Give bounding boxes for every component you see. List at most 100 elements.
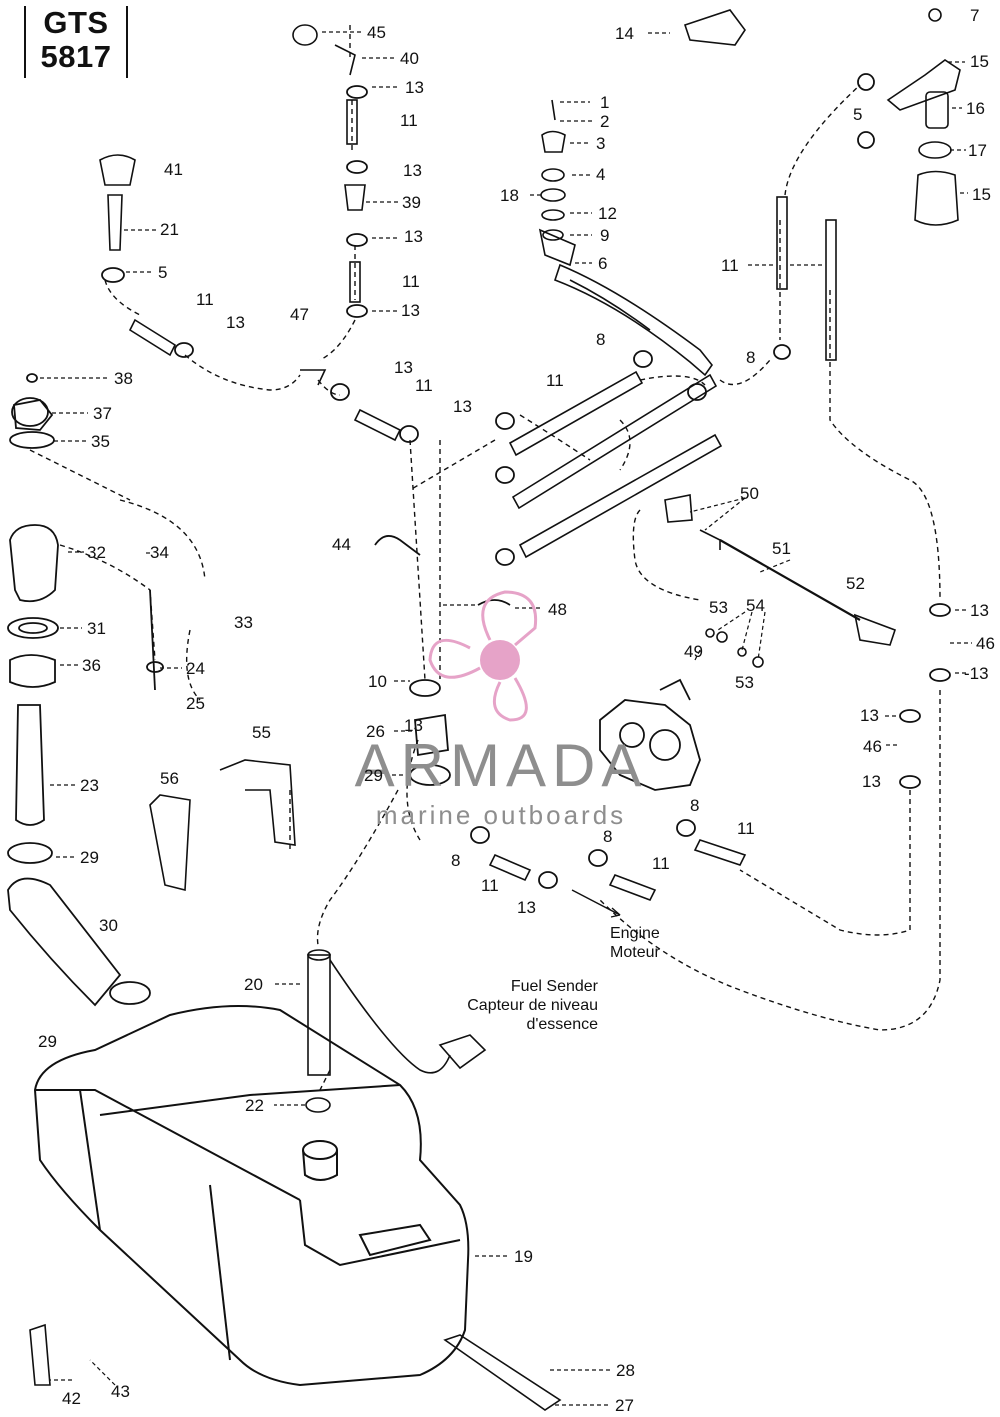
hose-clamps (101, 73, 951, 889)
callout-c41: 41 (164, 160, 183, 179)
engine-note: Engine Moteur (610, 925, 660, 961)
callout-c1: 1 (600, 93, 610, 112)
callout-c11e: 11 (546, 371, 564, 390)
callout-c27: 27 (615, 1396, 634, 1415)
callout-c42: 42 (62, 1389, 81, 1408)
watermark-tagline: marine outboards (375, 800, 627, 830)
callout-c28: 28 (616, 1361, 635, 1380)
callout-c13e: 13 (226, 313, 245, 332)
choke-cable (664, 494, 897, 668)
callout-c56: 56 (160, 769, 179, 788)
filler-assembly (7, 373, 164, 1007)
callout-c14: 14 (615, 24, 634, 43)
callout-c38: 38 (114, 369, 133, 388)
callout-c32: 32 (87, 543, 106, 562)
callout-c55: 55 (252, 723, 271, 742)
callout-c15a: 15 (970, 52, 989, 71)
fuel-hoses (128, 99, 837, 902)
callout-c35: 35 (91, 432, 110, 451)
callout-c26: 26 (366, 722, 385, 741)
callout-c43: 43 (111, 1382, 130, 1401)
callout-c11h: 11 (652, 854, 670, 873)
callout-c13d: 13 (401, 301, 420, 320)
callout-c34: 34 (150, 543, 169, 562)
callout-c2: 2 (600, 112, 610, 131)
callout-c8b: 8 (746, 348, 756, 367)
callout-c13k: 13 (862, 772, 881, 791)
callout-c30: 30 (99, 916, 118, 935)
callout-c13j: -13 (964, 664, 989, 683)
carburetor (599, 678, 701, 791)
callout-c31: 31 (87, 619, 106, 638)
callout-c19: 19 (514, 1247, 533, 1266)
callout-c11i: 11 (481, 876, 499, 895)
callout-c8d: 8 (603, 827, 613, 846)
callout-c10: 10 (368, 672, 387, 691)
callout-c36: 36 (82, 656, 101, 675)
vent-fittings (99, 24, 576, 386)
callout-c51: 51 (772, 539, 791, 558)
callout-c13m: 13 (404, 716, 423, 735)
callout-c45: 45 (367, 23, 386, 42)
callout-c5a: 5 (158, 263, 168, 282)
callout-c22: 22 (245, 1096, 264, 1115)
filter-parts (683, 8, 961, 226)
callout-c18: 18 (500, 186, 519, 205)
fuel-sender (305, 949, 487, 1113)
callout-c13i: 13 (860, 706, 879, 725)
callout-c13a: 13 (405, 78, 424, 97)
armada-propeller-logo (428, 590, 538, 722)
callout-c21: 21 (160, 220, 179, 239)
callout-c17: 17 (968, 141, 987, 160)
callout-c23: 23 (80, 776, 99, 795)
callout-c7: 7 (970, 6, 980, 25)
leader-lines (40, 31, 972, 1406)
callout-c53b: 53 (735, 673, 754, 692)
callout-c5b: 5 (853, 105, 863, 124)
callout-c13f: 13 (394, 358, 413, 377)
callout-c13l: 13 (517, 898, 536, 917)
callout-c16: 16 (966, 99, 985, 118)
callout-c24: 24 (186, 659, 205, 678)
callout-c53a: 53 (709, 598, 728, 617)
brackets (29, 759, 562, 1411)
callout-c11g: 11 (737, 819, 755, 838)
callout-c50: 50 (740, 484, 759, 503)
fuel-tank (33, 1005, 470, 1387)
callout-c52: 52 (846, 574, 865, 593)
callout-c8c: 8 (690, 796, 700, 815)
callout-c13g: 13 (453, 397, 472, 416)
callout-c49: 49 (684, 642, 703, 661)
callout-c11f: 11 (721, 256, 739, 275)
callout-c12: 12 (598, 204, 617, 223)
callout-c13b: 13 (403, 161, 422, 180)
callout-c37: 37 (93, 404, 112, 423)
callout-c29b: 29 (80, 848, 99, 867)
callout-c48: 48 (548, 600, 567, 619)
callout-c11b: 11 (402, 272, 420, 291)
callout-c44: 44 (332, 535, 351, 554)
callout-c9: 9 (600, 226, 610, 245)
callout-c8a: 8 (596, 330, 606, 349)
callout-c46b: 46 (863, 737, 882, 756)
callout-c39: 39 (402, 193, 421, 212)
callout-c11a: 11 (400, 111, 418, 130)
callout-c46a: 46 (976, 634, 995, 653)
fuel-hose-clamp-items (374, 535, 511, 786)
callout-c13c: 13 (404, 227, 423, 246)
callout-c15b: 15 (972, 185, 991, 204)
callout-c25: 25 (186, 694, 205, 713)
callout-c6: 6 (598, 254, 608, 273)
callout-c11c: 11 (196, 290, 214, 309)
model-line-1: GTS (43, 5, 109, 40)
callout-c11d: 11 (415, 376, 433, 395)
callout-c33: 33 (234, 613, 253, 632)
model-code-box: GTS 5817 (24, 6, 128, 78)
watermark-brand: ARMADA (354, 732, 648, 799)
callout-c29a: 29 (364, 766, 383, 785)
callout-c3: 3 (596, 134, 606, 153)
callout-c13h: 13 (970, 601, 989, 620)
callout-c47: 47 (290, 305, 309, 324)
model-line-2: 5817 (40, 39, 112, 74)
